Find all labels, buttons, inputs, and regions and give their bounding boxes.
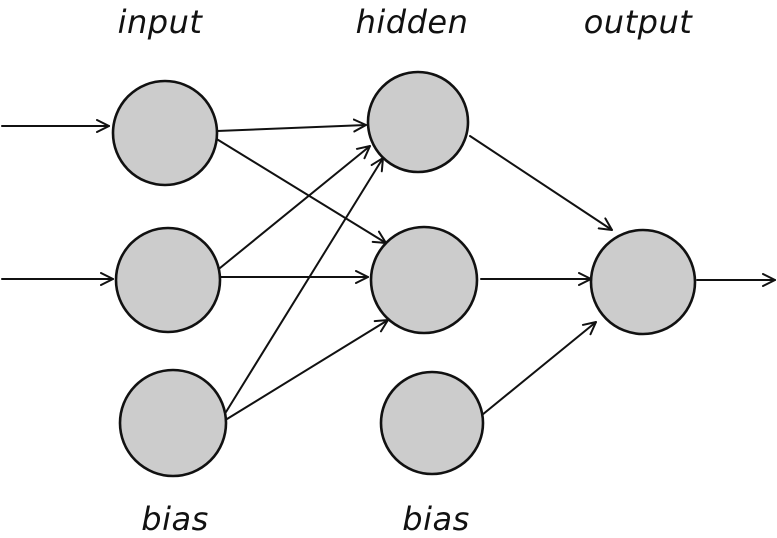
edge-hidden1-output xyxy=(469,135,613,231)
output-layer-label: output xyxy=(584,3,694,41)
edges xyxy=(1,118,776,420)
input-bias-label: bias xyxy=(141,500,208,538)
input-bias-node xyxy=(118,368,228,478)
edge-bias1-hidden1 xyxy=(225,157,384,413)
hidden-layer-label: hidden xyxy=(356,3,469,41)
edge-input2-hidden1 xyxy=(219,145,371,269)
edge-bias2-output xyxy=(481,321,597,416)
hidden-bias-label: bias xyxy=(402,500,469,538)
edge-bias1-hidden2 xyxy=(226,319,389,420)
input-node-2 xyxy=(114,226,222,334)
nodes xyxy=(111,70,697,478)
hidden-node-1 xyxy=(366,70,470,174)
edge-input1-hidden1 xyxy=(216,118,367,133)
hidden-bias-node xyxy=(379,370,485,476)
input-node-1 xyxy=(111,79,219,187)
hidden-node-2 xyxy=(369,225,479,335)
input-layer-label: input xyxy=(118,3,204,41)
output-node xyxy=(589,228,697,336)
edge-input1-hidden2 xyxy=(214,137,387,244)
